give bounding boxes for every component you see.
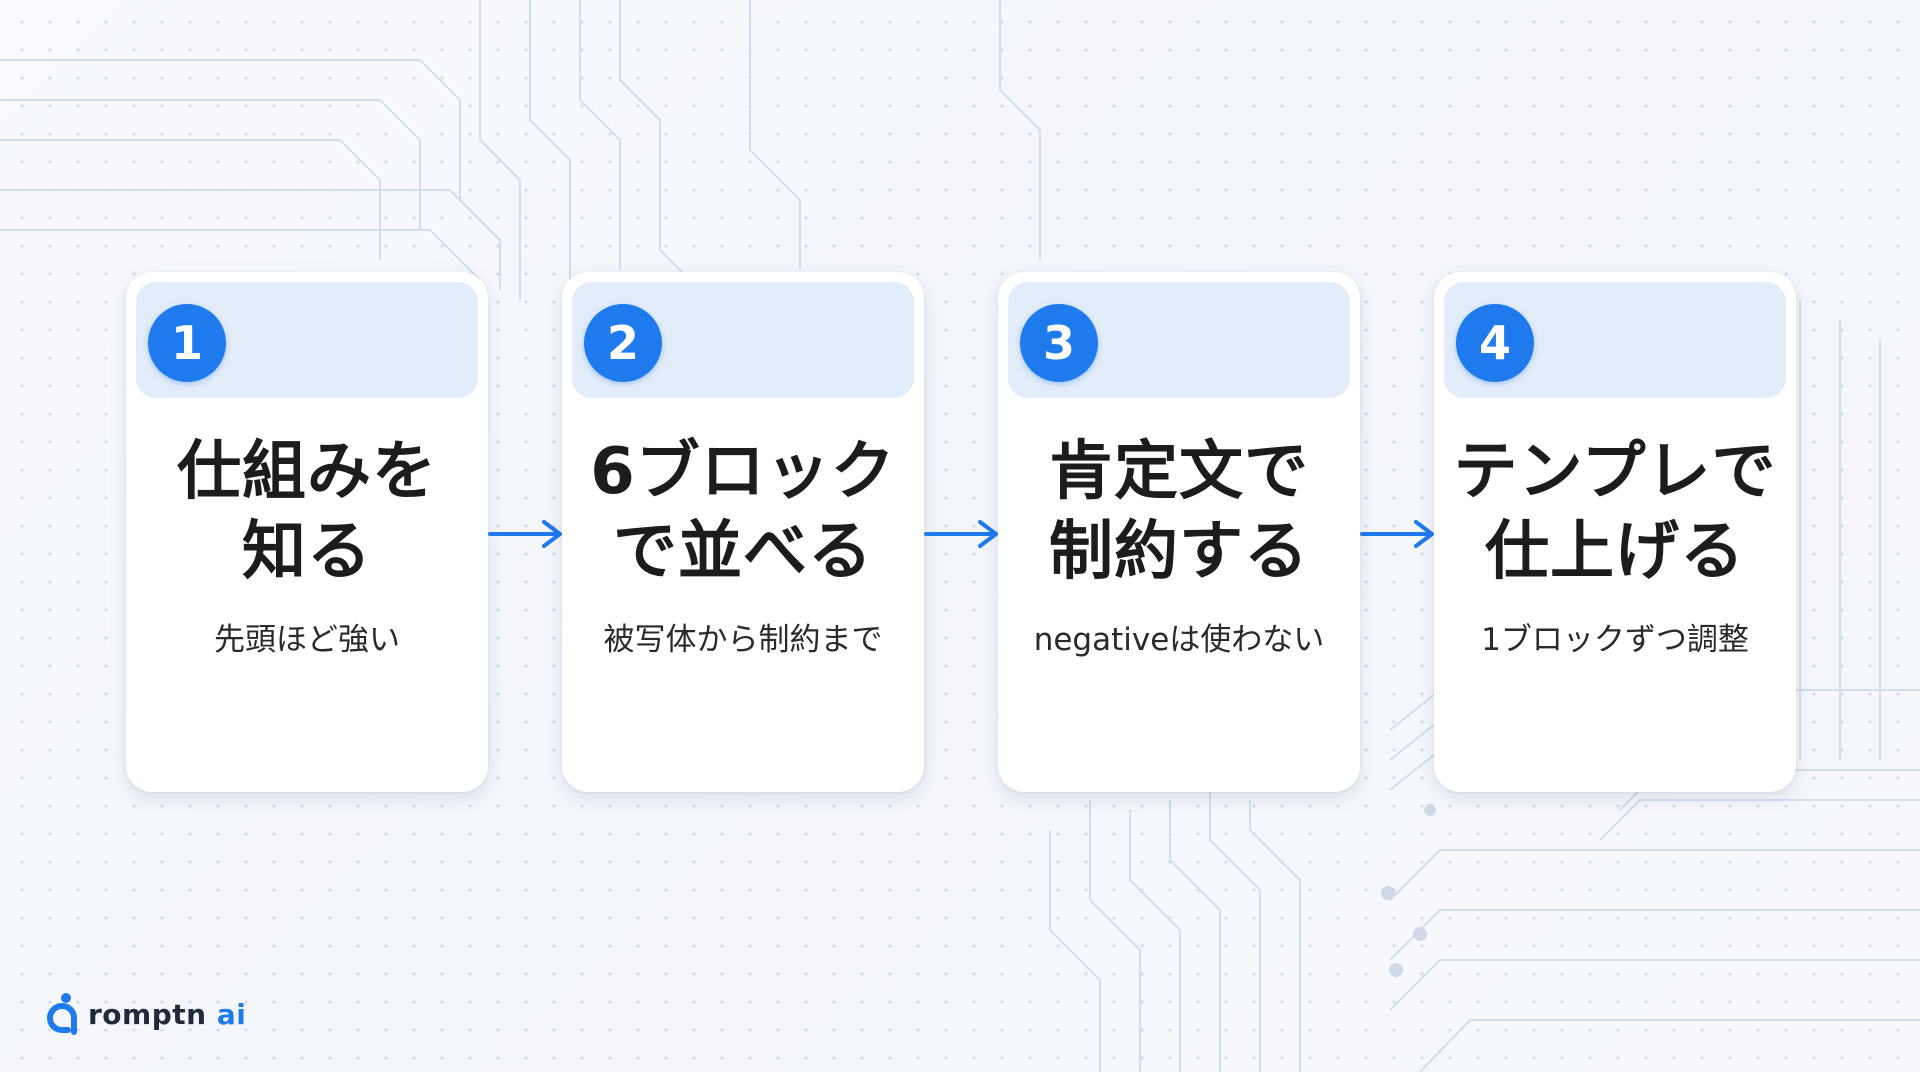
arrow-right-icon [488, 520, 562, 548]
logo-name: romptn [88, 997, 207, 1031]
step-card-1: 1 仕組みを 知る 先頭ほど強い [126, 272, 488, 792]
logo-wordmark: romptn ai [88, 998, 246, 1031]
brand-logo: romptn ai [44, 990, 246, 1038]
step-subtitle: 被写体から制約まで [603, 622, 883, 658]
logo-suffix: ai [206, 997, 247, 1031]
step-title-line-2: 知る [242, 515, 372, 589]
step-title: 肯定文で 制約する [1014, 432, 1344, 592]
step-subtitle: negativeは使わない [1033, 622, 1325, 658]
step-number-badge: 3 [1020, 304, 1098, 382]
step-title-line-1: 仕組みを [177, 435, 437, 509]
step-subtitle: 1ブロックずつ調整 [1481, 622, 1749, 658]
step-title-line-2: 仕上げる [1485, 515, 1745, 589]
step-number-badge: 1 [148, 304, 226, 382]
logo-mark-icon [47, 993, 77, 1035]
step-number-badge: 4 [1456, 304, 1534, 382]
step-title: テンプレで 仕上げる [1450, 432, 1780, 592]
step-title: 仕組みを 知る [142, 432, 472, 592]
step-card-2: 2 6ブロック で並べる 被写体から制約まで [562, 272, 924, 792]
step-card-4: 4 テンプレで 仕上げる 1ブロックずつ調整 [1434, 272, 1796, 792]
step-title-line-1: 肯定文で [1049, 435, 1309, 509]
step-title-line-2: で並べる [613, 515, 873, 589]
step-title-line-1: 6ブロック [590, 435, 896, 509]
arrow-right-icon [1360, 520, 1434, 548]
step-subtitle: 先頭ほど強い [214, 622, 400, 658]
step-title-line-1: テンプレで [1453, 435, 1777, 509]
arrow-right-icon [924, 520, 998, 548]
step-title-line-2: 制約する [1049, 515, 1309, 589]
step-title: 6ブロック で並べる [578, 432, 908, 592]
step-card-3: 3 肯定文で 制約する negativeは使わない [998, 272, 1360, 792]
step-number-badge: 2 [584, 304, 662, 382]
